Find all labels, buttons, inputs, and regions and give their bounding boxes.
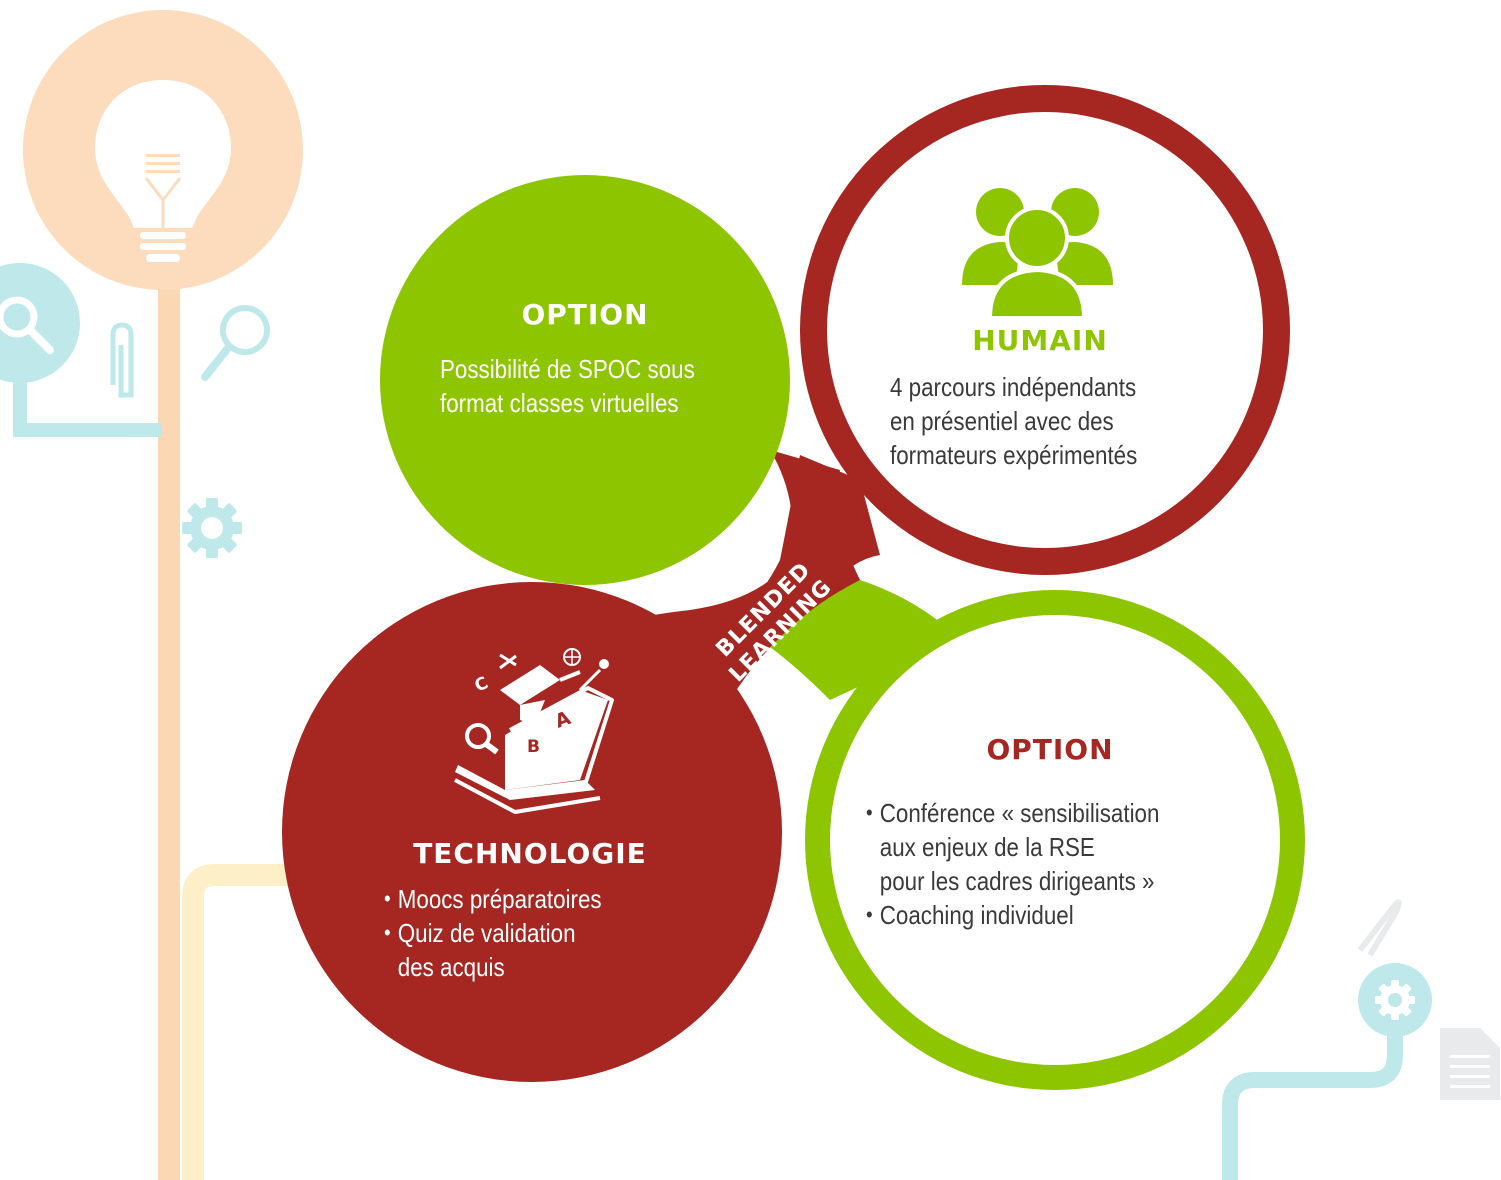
- blended-band: [690, 455, 880, 690]
- option-bottom-item-line: aux enjeux de la RSE: [879, 832, 1095, 862]
- option-bottom-item: Coaching individuel: [866, 898, 1159, 932]
- technologie-item-line: des acquis: [397, 952, 505, 982]
- option-bottom-list: Conférence « sensibilisation aux enjeux …: [866, 796, 1159, 932]
- gear-icon: [182, 498, 242, 558]
- technologie-item: Quiz de validation des acquis: [384, 916, 602, 984]
- technologie-item-line: Quiz de validation: [397, 918, 576, 948]
- e-learning-laptop-icon: [454, 648, 614, 814]
- background-lines: [13, 250, 1403, 1180]
- letter-b: B: [527, 737, 540, 757]
- option-top-line: Possibilité de SPOC sous: [440, 354, 695, 384]
- document-icon: [1440, 1028, 1500, 1100]
- option-top-title: OPTION: [521, 298, 649, 331]
- humain-line: 4 parcours indépendants: [890, 372, 1137, 402]
- humain-title: HUMAIN: [972, 324, 1108, 357]
- lightbulb-icon: [23, 10, 303, 290]
- option-bottom-title: OPTION: [986, 733, 1114, 766]
- humain-line: formateurs expérimentés: [890, 440, 1138, 470]
- humain-circle: [800, 85, 1290, 575]
- option-top-circle: [380, 175, 790, 585]
- humain-text: 4 parcours indépendants en présentiel av…: [890, 370, 1137, 472]
- option-bottom-item-line: pour les cadres dirigeants »: [879, 866, 1155, 896]
- option-top-line: format classes virtuelles: [440, 388, 679, 418]
- option-top-text: Possibilité de SPOC sous format classes …: [440, 352, 695, 420]
- magnifier-outline-icon: [201, 305, 270, 381]
- magnifier-icon: [0, 263, 80, 383]
- gear-icon: [1358, 963, 1432, 1037]
- option-bottom-item-line: Conférence « sensibilisation: [879, 798, 1160, 828]
- humain-line: en présentiel avec des: [890, 406, 1114, 436]
- technologie-item-line: Moocs préparatoires: [397, 884, 602, 914]
- people-group-icon: [962, 188, 1113, 320]
- paperclip-icon: [1357, 899, 1402, 957]
- technologie-item: Moocs préparatoires: [384, 882, 602, 916]
- option-bottom-item: Conférence « sensibilisation aux enjeux …: [866, 796, 1159, 898]
- technologie-list: Moocs préparatoires Quiz de validation d…: [384, 882, 602, 984]
- option-bottom-item-line: Coaching individuel: [879, 900, 1074, 930]
- paperclip-icon: [110, 322, 134, 398]
- technologie-title: TECHNOLOGIE: [413, 837, 647, 870]
